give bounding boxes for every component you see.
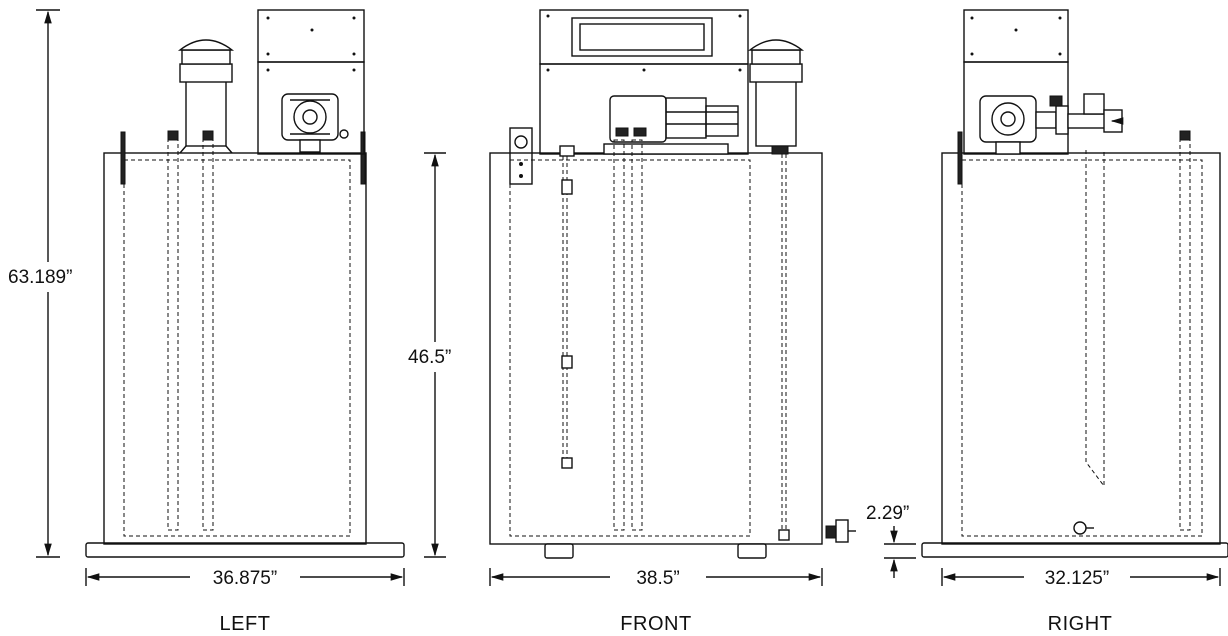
right-fittings — [1035, 93, 1124, 135]
left-control-box — [257, 9, 365, 155]
front-view-label: FRONT — [620, 613, 691, 635]
overall-height-label: 63.189” — [8, 267, 72, 288]
front-gauge-bracket — [509, 127, 533, 185]
base-height-label: 2.29” — [866, 503, 909, 524]
tank-height-dimension: 46.5” — [408, 152, 451, 558]
left-base-plate — [85, 542, 405, 558]
right-tank-body — [941, 152, 1221, 545]
front-width-dimension: 38.5” — [489, 568, 823, 589]
front-drain-valve — [825, 519, 856, 543]
overall-height-dimension: 63.189” — [8, 9, 72, 558]
right-width-dimension: 32.125” — [941, 568, 1221, 589]
right-view: 2.29” — [866, 9, 1228, 635]
front-view: 46.5” — [408, 9, 856, 635]
right-base-plate — [921, 542, 1228, 558]
front-tank-body — [489, 152, 823, 545]
left-vent-cap — [177, 39, 235, 154]
left-width-dimension: 36.875” — [85, 568, 405, 589]
tank-height-label: 46.5” — [408, 347, 451, 368]
right-view-label: RIGHT — [1048, 613, 1113, 635]
left-view: 63.189” — [8, 9, 405, 635]
front-level-probe — [778, 154, 790, 541]
front-vent-cap — [747, 39, 805, 155]
left-tank-body — [103, 152, 367, 545]
right-control-box — [963, 9, 1069, 155]
right-width-label: 32.125” — [1045, 568, 1109, 589]
left-width-label: 36.875” — [213, 568, 277, 589]
left-dip-tubes — [167, 130, 214, 531]
front-pump-motor — [603, 95, 739, 155]
base-height-dimension: 2.29” — [866, 503, 916, 578]
front-float-chain — [559, 145, 575, 469]
front-width-label: 38.5” — [636, 568, 679, 589]
left-view-label: LEFT — [220, 613, 271, 635]
